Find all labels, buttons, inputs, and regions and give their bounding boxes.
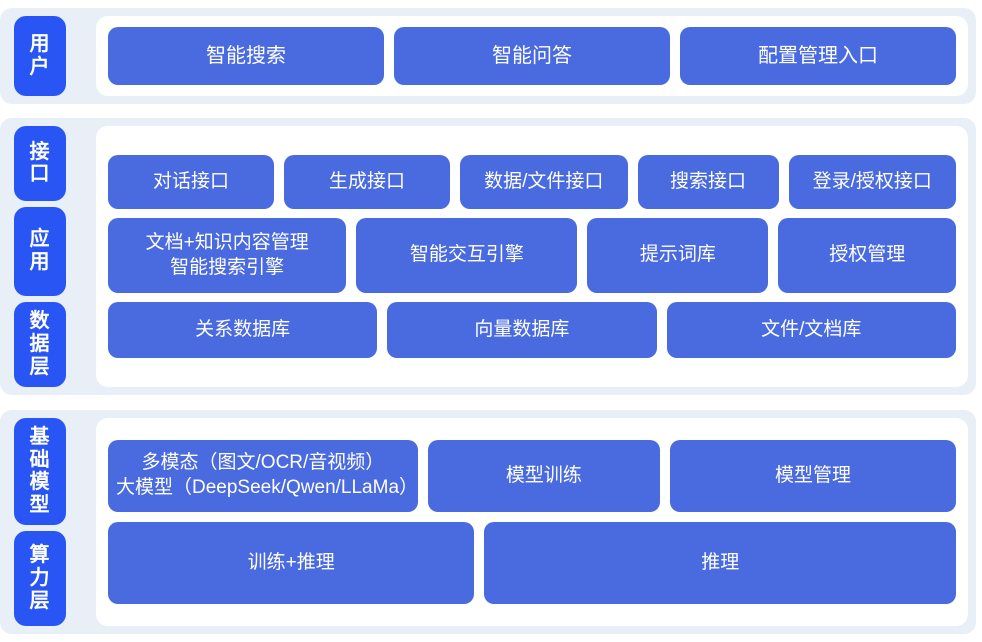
box-training-and-inference[interactable]: 训练+推理 xyxy=(108,522,475,604)
box-login-auth-api[interactable]: 登录/授权接口 xyxy=(788,155,957,209)
section-user-tab-column: 用户 xyxy=(14,16,66,96)
box-smart-interaction-engine[interactable]: 智能交互引擎 xyxy=(356,218,578,293)
box-config-management-entry[interactable]: 配置管理入口 xyxy=(680,27,956,85)
box-authorization-management[interactable]: 授权管理 xyxy=(778,218,956,293)
box-model-training[interactable]: 模型训练 xyxy=(427,440,660,512)
layer-tab-data[interactable]: 数据层 xyxy=(14,301,66,387)
row-data: 关系数据库 向量数据库 文件/文档库 xyxy=(108,302,956,358)
box-dialog-api[interactable]: 对话接口 xyxy=(108,155,275,209)
layer-tab-data-label: 数据层 xyxy=(29,310,51,378)
section-base: 基础模型 算力层 多模态（图文/OCR/音视频） 大模型（DeepSeek/Qw… xyxy=(0,410,976,634)
section-user: 用户 智能搜索 智能问答 配置管理入口 xyxy=(0,8,976,104)
row-compute: 训练+推理 推理 xyxy=(108,522,956,604)
layer-tab-application-label: 应用 xyxy=(29,228,51,274)
row-interface: 对话接口 生成接口 数据/文件接口 搜索接口 登录/授权接口 xyxy=(108,155,957,209)
layer-tab-user[interactable]: 用户 xyxy=(14,16,66,96)
box-prompt-library[interactable]: 提示词库 xyxy=(587,218,769,293)
box-model-management[interactable]: 模型管理 xyxy=(669,440,956,512)
box-data-file-api[interactable]: 数据/文件接口 xyxy=(460,155,628,209)
box-doc-knowledge-content-management[interactable]: 文档+知识内容管理 智能搜索引擎 xyxy=(108,218,347,293)
row-application: 文档+知识内容管理 智能搜索引擎 智能交互引擎 提示词库 授权管理 xyxy=(108,218,956,293)
layer-tab-application[interactable]: 应用 xyxy=(14,206,66,296)
box-smart-qa[interactable]: 智能问答 xyxy=(394,27,670,85)
layer-tab-compute[interactable]: 算力层 xyxy=(14,530,66,626)
box-inference[interactable]: 推理 xyxy=(484,522,956,604)
section-middle-tab-column: 接口 应用 数据层 xyxy=(14,126,66,387)
box-vector-database[interactable]: 向量数据库 xyxy=(387,302,657,358)
layer-tab-interface[interactable]: 接口 xyxy=(14,126,66,201)
section-base-panel: 多模态（图文/OCR/音视频） 大模型（DeepSeek/Qwen/LLaMa）… xyxy=(96,418,968,626)
box-relational-database[interactable]: 关系数据库 xyxy=(108,302,378,358)
layer-tab-user-label: 用户 xyxy=(29,33,51,78)
section-middle: 接口 应用 数据层 对话接口 生成接口 数据/文件接口 搜索接口 登录/授权接口… xyxy=(0,118,976,395)
box-smart-search[interactable]: 智能搜索 xyxy=(108,27,384,85)
layer-tab-foundation-model-label: 基础模型 xyxy=(29,425,51,517)
box-file-document-store[interactable]: 文件/文档库 xyxy=(666,302,956,358)
layer-tab-interface-label: 接口 xyxy=(29,140,51,186)
row-foundation-model: 多模态（图文/OCR/音视频） 大模型（DeepSeek/Qwen/LLaMa）… xyxy=(108,440,956,512)
layer-tab-foundation-model[interactable]: 基础模型 xyxy=(14,418,66,525)
box-search-api[interactable]: 搜索接口 xyxy=(637,155,779,209)
section-base-tab-column: 基础模型 算力层 xyxy=(14,418,66,626)
layer-tab-compute-label: 算力层 xyxy=(29,544,51,612)
section-user-panel: 智能搜索 智能问答 配置管理入口 xyxy=(96,16,968,96)
section-middle-panel: 对话接口 生成接口 数据/文件接口 搜索接口 登录/授权接口 文档+知识内容管理… xyxy=(96,126,968,387)
box-generation-api[interactable]: 生成接口 xyxy=(284,155,451,209)
box-multimodal-large-model[interactable]: 多模态（图文/OCR/音视频） 大模型（DeepSeek/Qwen/LLaMa） xyxy=(108,440,418,512)
row-user-entries: 智能搜索 智能问答 配置管理入口 xyxy=(108,27,956,85)
